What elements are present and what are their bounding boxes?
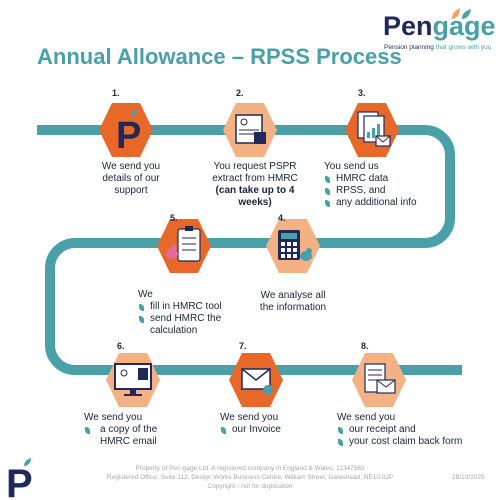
caption-line: the information <box>259 302 327 313</box>
caption-bullet: send HMRC the calculation <box>138 313 234 337</box>
caption-bullet: any additional info <box>324 197 444 209</box>
step-1-caption: We send you details of our support <box>86 161 176 197</box>
footer-line: Copyright - not for duplication <box>207 483 293 490</box>
svg-text:P: P <box>116 115 141 157</box>
footer-date: 28/10/2025 <box>452 474 485 481</box>
step-4-number: 4. <box>278 213 286 223</box>
step-3-number: 3. <box>358 88 366 98</box>
step-8-caption: We send you our receipt and your cost cl… <box>337 412 497 448</box>
caption-line: details of our <box>102 173 160 184</box>
caption-bullet: our receipt and <box>337 424 497 436</box>
caption-bold: (can take up to 4 weeks) <box>215 185 295 208</box>
step-7-number: 7. <box>239 341 247 351</box>
caption-intro: We send you <box>337 412 396 423</box>
caption-line: We send you <box>101 161 161 172</box>
step-4-hexagon <box>266 219 320 273</box>
step-6-caption: We send you a copy of the HMRC email <box>84 412 180 448</box>
caption-intro: We send you <box>220 412 279 423</box>
tagline-a: Pension planning <box>384 44 436 51</box>
caption-intro: You send us <box>324 161 379 172</box>
caption-bullet: your cost claim back form <box>337 436 497 448</box>
caption-bullet: fill in HMRC tool <box>138 301 234 313</box>
caption-bullet: a copy of the HMRC email <box>84 424 180 448</box>
step-1-number: 1. <box>112 88 120 98</box>
caption-line: extract from HMRC <box>212 173 298 184</box>
caption-intro: We send you <box>84 412 143 423</box>
leaf-icon <box>452 8 471 19</box>
page-title: Annual Allowance – RPSS Process <box>37 44 402 69</box>
step-8-hexagon <box>352 353 406 407</box>
step-5-caption: We fill in HMRC tool send HMRC the calcu… <box>138 289 234 337</box>
brand-logo: Pengage <box>383 11 496 42</box>
caption-bullet: RPSS, and <box>324 185 444 197</box>
step-6-hexagon <box>106 353 160 407</box>
pengage-p-logo: P <box>6 458 33 499</box>
caption-intro: We <box>138 289 153 300</box>
step-6-number: 6. <box>117 341 125 351</box>
step-5-hexagon <box>157 219 211 273</box>
step-1-hexagon: P <box>99 103 153 157</box>
step-4-caption: We analyse all the information <box>250 290 336 314</box>
step-2-number: 2. <box>236 88 244 98</box>
step-7-caption: We send you our Invoice <box>220 412 300 436</box>
step-7-hexagon <box>229 353 283 407</box>
step-3-caption: You send us HMRC data RPSS, and any addi… <box>324 161 444 209</box>
step-2-caption: You request PSPR extract from HMRC (can … <box>200 161 310 209</box>
tagline-b: that grows with you <box>435 44 492 51</box>
footer-line: Registered Office: Suite 112, Design Wor… <box>106 474 394 481</box>
caption-bullet: our Invoice <box>220 424 300 436</box>
caption-line: You request PSPR <box>213 161 297 172</box>
caption-bullet: HMRC data <box>324 173 444 185</box>
caption-line: We analyse all <box>260 290 326 301</box>
step-3-hexagon <box>345 103 399 157</box>
svg-text:P: P <box>6 462 33 499</box>
logo-tagline: Pension planning that grows with you <box>384 44 491 51</box>
footer-text: Property of Pen-gage Ltd. A registered c… <box>50 464 450 491</box>
step-8-number: 8. <box>361 341 369 351</box>
step-2-hexagon <box>223 103 277 157</box>
logo-word-a: Pen <box>383 11 433 41</box>
step-5-number: 5. <box>170 213 178 223</box>
footer-line: Property of Pen-gage Ltd. A registered c… <box>135 465 365 472</box>
caption-line: support <box>114 185 148 196</box>
